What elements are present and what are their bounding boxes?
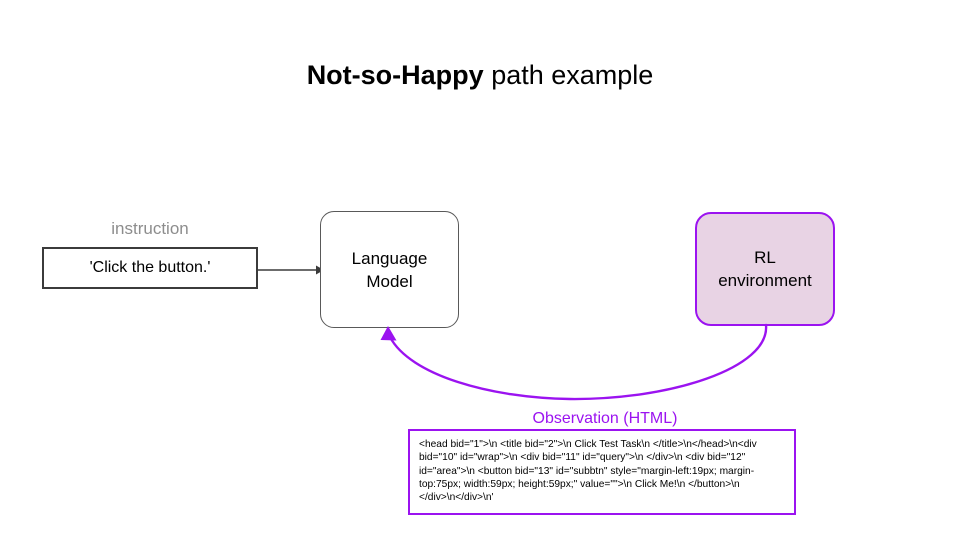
instruction-caption: instruction xyxy=(111,219,189,238)
page-title: Not-so-Happy path example xyxy=(0,58,960,92)
title-rest-part: path example xyxy=(483,60,654,90)
rl-environment-line1: RL xyxy=(754,248,776,267)
instruction-box: 'Click the button.' xyxy=(42,247,258,289)
language-model-box: Language Model xyxy=(320,211,459,328)
observation-html-box: <head bid="1">\n <title bid="2">\n Click… xyxy=(408,429,796,515)
language-model-label: Language Model xyxy=(352,247,428,293)
arrow-environment-to-model xyxy=(380,323,768,401)
language-model-line2: Model xyxy=(366,271,413,291)
instruction-text: 'Click the button.' xyxy=(89,259,211,276)
title-bold-part: Not-so-Happy xyxy=(306,60,484,90)
rl-environment-box: RL environment xyxy=(695,212,835,326)
arrow-instruction-to-model xyxy=(256,265,324,275)
language-model-line1: Language xyxy=(351,248,428,268)
observation-caption: Observation (HTML) xyxy=(532,410,678,427)
observation-html-text: <head bid="1">\n <title bid="2">\n Click… xyxy=(419,439,757,504)
rl-environment-line2: environment xyxy=(718,271,812,290)
rl-environment-label: RL environment xyxy=(718,246,812,292)
